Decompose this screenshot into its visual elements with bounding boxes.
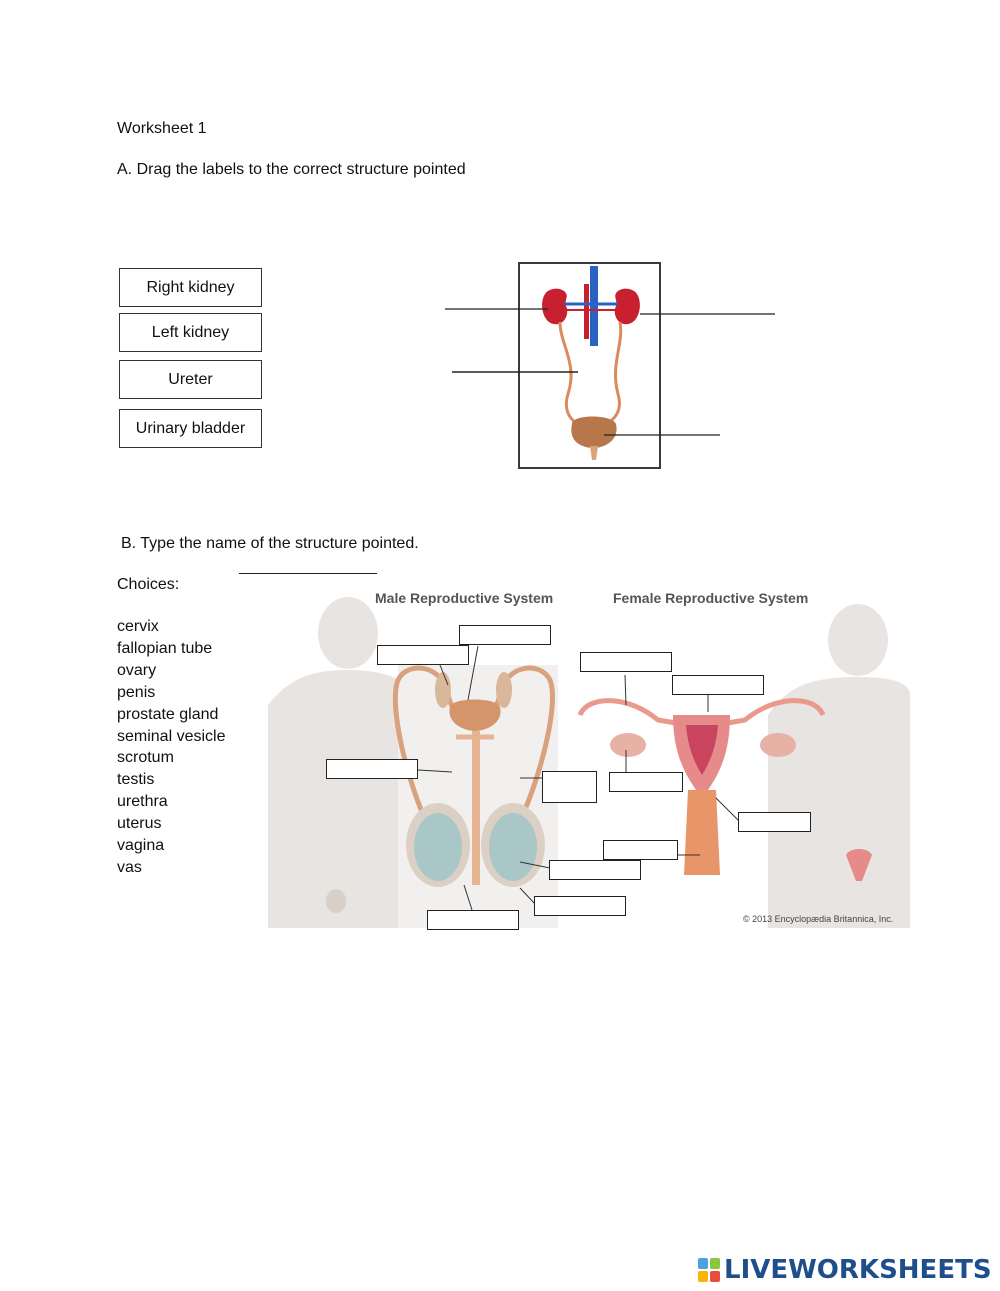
choice-item: cervix <box>117 618 159 635</box>
reproductive-system-drawing: Male Reproductive System Female Reproduc… <box>268 590 910 928</box>
brand-name: LIVEWORKSHEETS <box>724 1255 992 1285</box>
worksheet-title: Worksheet 1 <box>117 120 207 137</box>
answer-field-9[interactable] <box>603 840 678 860</box>
male-system-title: Male Reproductive System <box>375 590 553 606</box>
choices-heading: Choices: <box>117 576 180 593</box>
answer-field-12[interactable] <box>427 910 519 930</box>
choice-item: uterus <box>117 815 162 833</box>
urinary-system-drawing <box>542 266 640 460</box>
choice-item: vagina <box>117 837 165 855</box>
choice-item: prostate gland <box>117 705 219 723</box>
testis-shape <box>414 813 462 881</box>
seminal-vesicle-shape <box>435 672 451 708</box>
left-kidney-shape <box>614 288 640 325</box>
choice-item: urethra <box>117 793 168 811</box>
section-b-instruction: B. Type the name of the structure pointe… <box>121 535 419 552</box>
prostate-shape <box>449 699 501 731</box>
answer-field-7[interactable] <box>609 772 683 792</box>
drag-label-urinary-bladder[interactable]: Urinary bladder <box>119 409 262 448</box>
pointer-lines-urinary <box>445 308 775 436</box>
section-a-instruction: A. Drag the labels to the correct struct… <box>117 161 466 178</box>
choice-item: testis <box>117 771 155 789</box>
penis-shape <box>472 731 480 885</box>
answer-field-11[interactable] <box>534 896 626 916</box>
ureter-left-shape <box>558 321 581 428</box>
choice-item: scrotum <box>117 749 174 767</box>
aorta-shape <box>584 284 589 339</box>
female-system-title: Female Reproductive System <box>613 590 808 606</box>
ovary-shape <box>610 733 646 757</box>
copyright-text: © 2013 Encyclopædia Britannica, Inc. <box>743 914 893 924</box>
pointer-lines-reproductive <box>417 645 739 911</box>
drag-label-left-kidney[interactable]: Left kidney <box>119 313 262 352</box>
answer-field-10[interactable] <box>549 860 641 880</box>
choice-item: fallopian tube <box>117 639 213 657</box>
bladder-shape <box>571 416 617 448</box>
answer-field-6[interactable] <box>542 771 597 803</box>
answer-field-5[interactable] <box>326 759 418 779</box>
vagina-shape <box>684 790 720 875</box>
heading-underline <box>239 573 377 574</box>
answer-field-8[interactable] <box>738 812 811 832</box>
fallopian-tube-shape <box>577 698 689 728</box>
answer-field-4[interactable] <box>672 675 764 695</box>
answer-field-2[interactable] <box>377 645 469 665</box>
liveworksheets-logo: LIVEWORKSHEETS <box>698 1254 992 1286</box>
answer-field-3[interactable] <box>580 652 672 672</box>
choice-item: vas <box>117 858 142 876</box>
drag-label-right-kidney[interactable]: Right kidney <box>119 268 262 307</box>
live-badge-icon <box>698 1258 720 1282</box>
drag-label-ureter[interactable]: Ureter <box>119 360 262 399</box>
reproductive-system-image: Male Reproductive System Female Reproduc… <box>268 585 910 928</box>
choice-item: penis <box>117 683 156 701</box>
answer-field-1[interactable] <box>459 625 551 645</box>
choice-item: seminal vesicle <box>117 727 226 745</box>
right-kidney-shape <box>542 288 568 325</box>
vena-cava-shape <box>590 266 598 346</box>
choices-list: cervix fallopian tube ovary penis prosta… <box>117 616 225 879</box>
choice-item: ovary <box>117 661 157 679</box>
